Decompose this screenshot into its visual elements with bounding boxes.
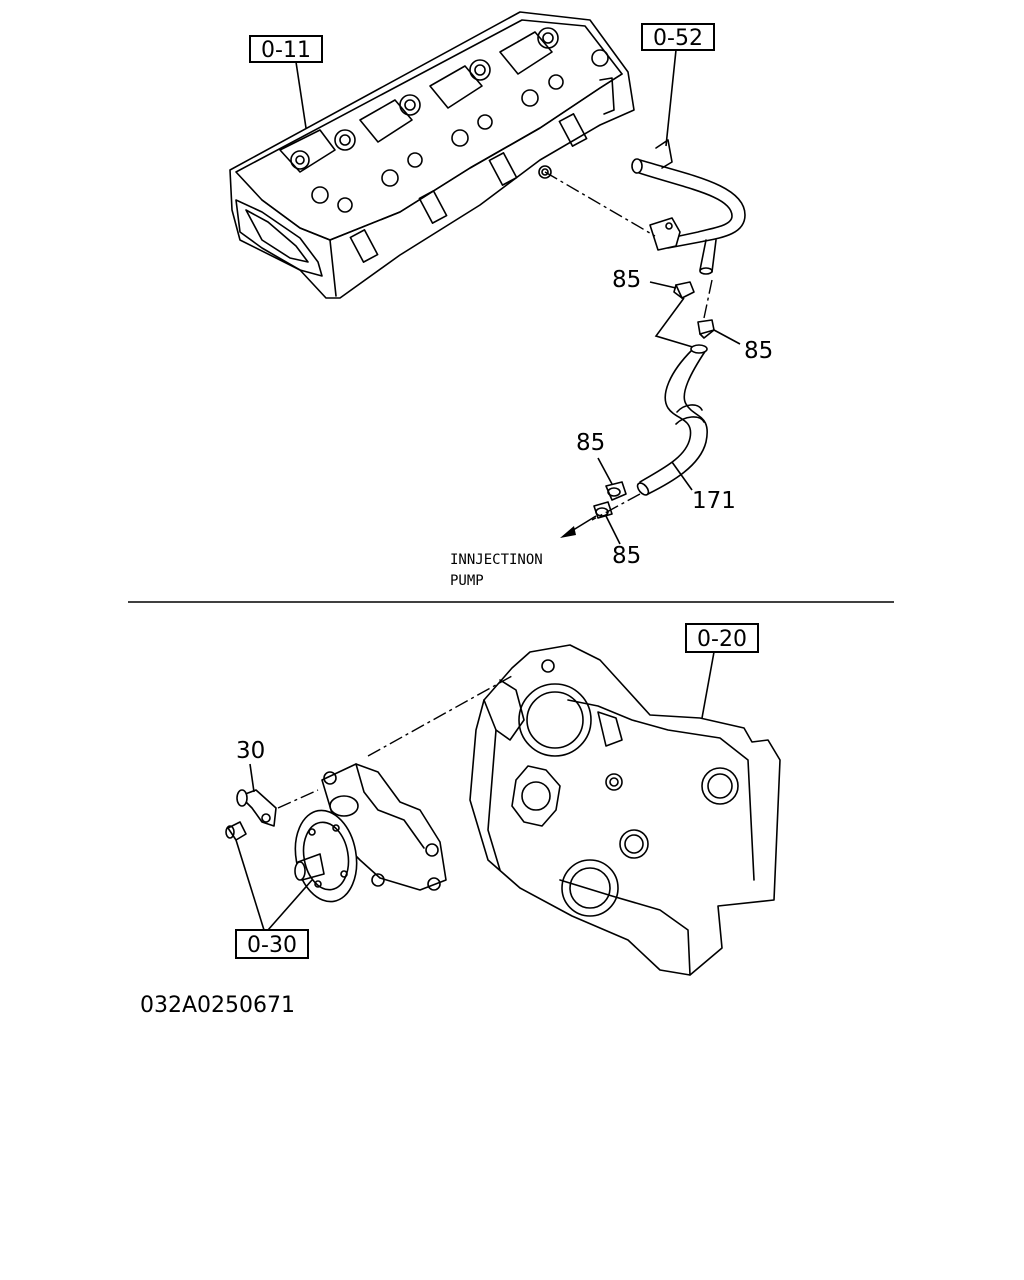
small-bolt-drawing	[225, 821, 247, 841]
hose-drawing	[636, 344, 708, 496]
callout-bolt: 30	[236, 738, 265, 764]
figure-code: 032A0250671	[140, 993, 295, 1018]
leader-clip-upper-right	[713, 329, 741, 345]
leader-clip-upper-left	[649, 281, 677, 289]
bolt-30-drawing	[236, 789, 277, 827]
ref-box-water-pump: 0-30	[235, 929, 309, 959]
callout-hose: 171	[692, 488, 736, 514]
leader-bolt	[249, 763, 255, 793]
leader-0-20	[701, 651, 715, 719]
leader-clip-lower-top	[597, 457, 613, 485]
leader-0-11	[295, 61, 307, 129]
water-pump-drawing	[294, 763, 447, 903]
cylinder-head-drawing	[229, 11, 635, 299]
ref-box-water-outlet-pipe: 0-52	[641, 23, 715, 51]
callout-clip-upper-left: 85	[612, 267, 641, 293]
leader-0-30-b	[267, 879, 313, 931]
ref-box-cylinder-head: 0-11	[249, 35, 323, 63]
water-outlet-pipe-drawing	[631, 139, 746, 275]
callout-clip-upper-right: 85	[744, 338, 773, 364]
ref-label-0-30: 0-30	[247, 933, 297, 958]
destination-label-line1: INNJECTINON	[450, 552, 543, 568]
alignment-line-outlet-clip	[703, 279, 713, 319]
callout-clip-lower-top: 85	[576, 430, 605, 456]
alignment-line-head-outlet	[544, 171, 656, 237]
ref-label-0-52: 0-52	[653, 26, 703, 51]
ref-label-0-11: 0-11	[261, 38, 311, 63]
leader-clip-lower-bottom	[605, 515, 621, 545]
alignment-line-to-pump	[591, 493, 641, 521]
leader-0-52	[665, 49, 677, 147]
clip-lower-top	[605, 481, 627, 501]
leader-0-30-a	[235, 839, 265, 931]
alignment-line-bolt-pump	[277, 789, 319, 809]
leader-hose	[671, 461, 693, 491]
callout-clip-lower-bottom: 85	[612, 543, 641, 569]
clip-upper-right	[697, 319, 715, 339]
timing-case-drawing	[469, 644, 781, 976]
destination-label-line2: PUMP	[450, 573, 484, 589]
arrow-to-injection-pump	[560, 515, 597, 538]
link-line-clip-hose	[654, 297, 697, 349]
ref-label-0-20: 0-20	[697, 627, 747, 652]
clip-upper-left	[673, 281, 695, 299]
ref-box-timing-case: 0-20	[685, 623, 759, 653]
alignment-line-pump-case	[367, 675, 513, 757]
